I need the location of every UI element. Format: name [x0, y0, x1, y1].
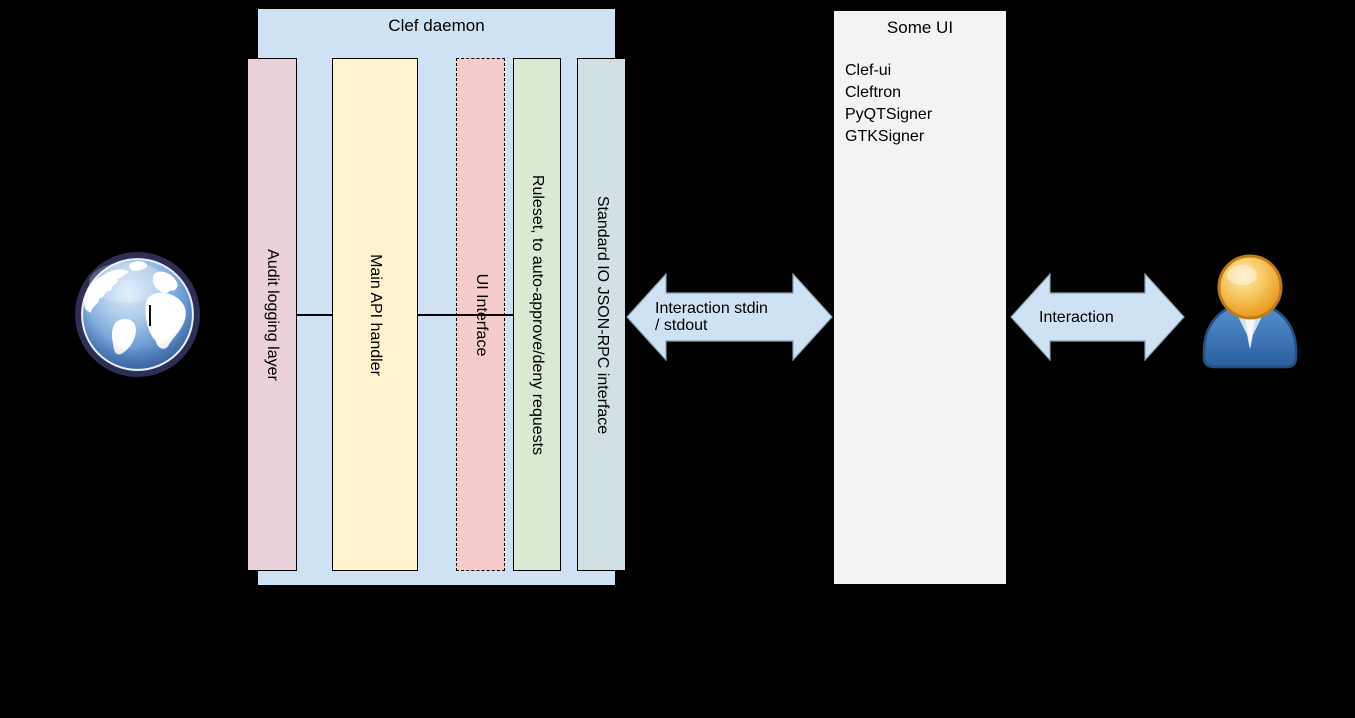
double-arrow-icon — [1010, 272, 1185, 362]
layer-main-api-handler: Main API handler — [332, 58, 418, 571]
some-ui-box — [833, 10, 1007, 585]
some-ui-item: GTKSigner — [845, 128, 925, 145]
some-ui-item: PyQTSigner — [845, 106, 933, 123]
interaction-stdio-arrow: Interaction stdin / stdout — [626, 272, 833, 362]
double-arrow-icon — [626, 272, 833, 362]
user-icon — [1202, 254, 1298, 369]
arrow-label-line1: Interaction — [1039, 308, 1114, 326]
arrow-label-line2: / stdout — [655, 317, 708, 334]
clef-daemon-title: Clef daemon — [388, 16, 485, 35]
globe-icon — [75, 252, 200, 377]
connector-api-to-ruleset — [418, 314, 513, 316]
interaction-user-arrow-label: Interaction — [1010, 273, 1185, 361]
layer-main-api-handler-label: Main API handler — [367, 253, 384, 376]
layer-stdio-jsonrpc: Standard IO JSON-RPC interface — [577, 58, 626, 571]
some-ui-item: Clef-ui — [845, 62, 892, 79]
layer-ruleset-label: Ruleset, to auto-approve/deny requests — [529, 174, 546, 455]
some-ui-list: Clef-ui Cleftron PyQTSigner GTKSigner — [845, 60, 932, 148]
layer-audit-logging: Audit logging layer — [247, 58, 297, 571]
globe-connector-tick — [149, 305, 151, 326]
interaction-stdio-arrow-label: Interaction stdin / stdout — [626, 273, 833, 361]
clef-daemon-box — [257, 8, 616, 586]
connector-audit-to-api — [297, 314, 332, 316]
some-ui-item: Cleftron — [845, 84, 902, 101]
arrow-label-line1: Interaction stdin — [655, 300, 768, 317]
layer-ruleset: Ruleset, to auto-approve/deny requests — [513, 58, 561, 571]
some-ui-title: Some UI — [886, 18, 954, 37]
layer-stdio-jsonrpc-label: Standard IO JSON-RPC interface — [593, 195, 611, 434]
layer-audit-logging-label: Audit logging layer — [264, 248, 281, 381]
interaction-user-arrow: Interaction — [1010, 272, 1185, 362]
